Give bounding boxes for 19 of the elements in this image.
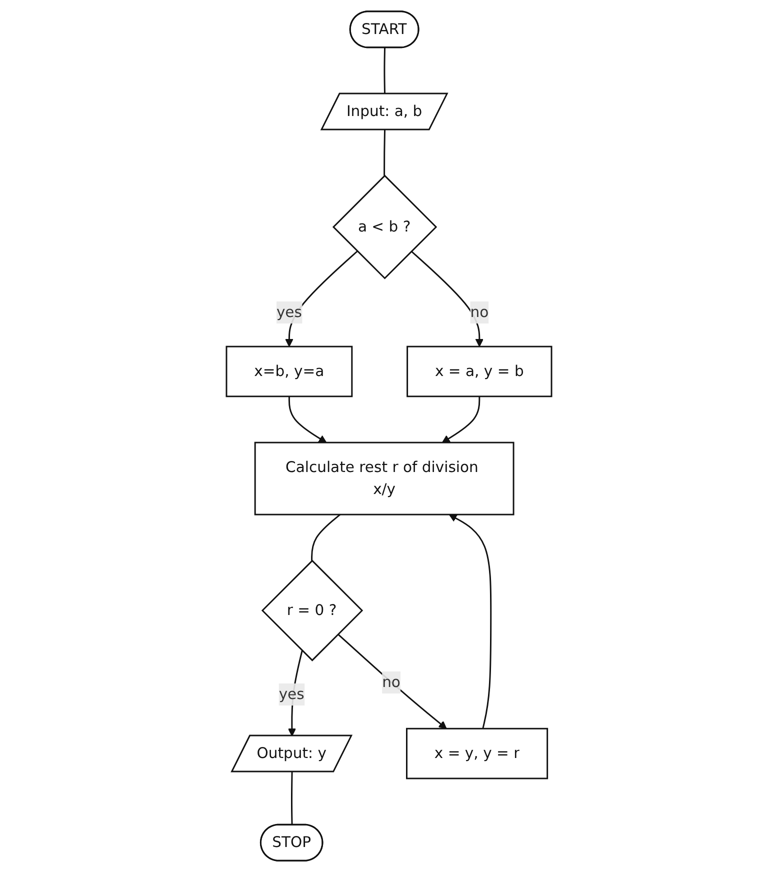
arrow — [442, 396, 480, 443]
arrow — [337, 634, 447, 729]
arrow — [410, 250, 484, 347]
node-box: x = a, y = b — [406, 346, 552, 398]
arrow — [448, 514, 492, 729]
connector — [384, 48, 386, 94]
connector — [384, 130, 386, 176]
edge-label: yes — [278, 685, 304, 703]
connector — [311, 514, 341, 561]
node-box: Calculate rest r of division x/y — [254, 442, 514, 516]
node-diamond: r = 0 ? — [261, 560, 364, 662]
node-diamond: a < b ? — [332, 174, 438, 280]
arrow — [288, 396, 327, 443]
node-box: x=b, y=a — [226, 346, 353, 398]
node-box: x = y, y = r — [406, 728, 548, 780]
edge-label: no — [382, 673, 400, 691]
edge-label: no — [470, 303, 489, 321]
edge-label: yes — [276, 303, 302, 321]
connector — [291, 772, 293, 826]
